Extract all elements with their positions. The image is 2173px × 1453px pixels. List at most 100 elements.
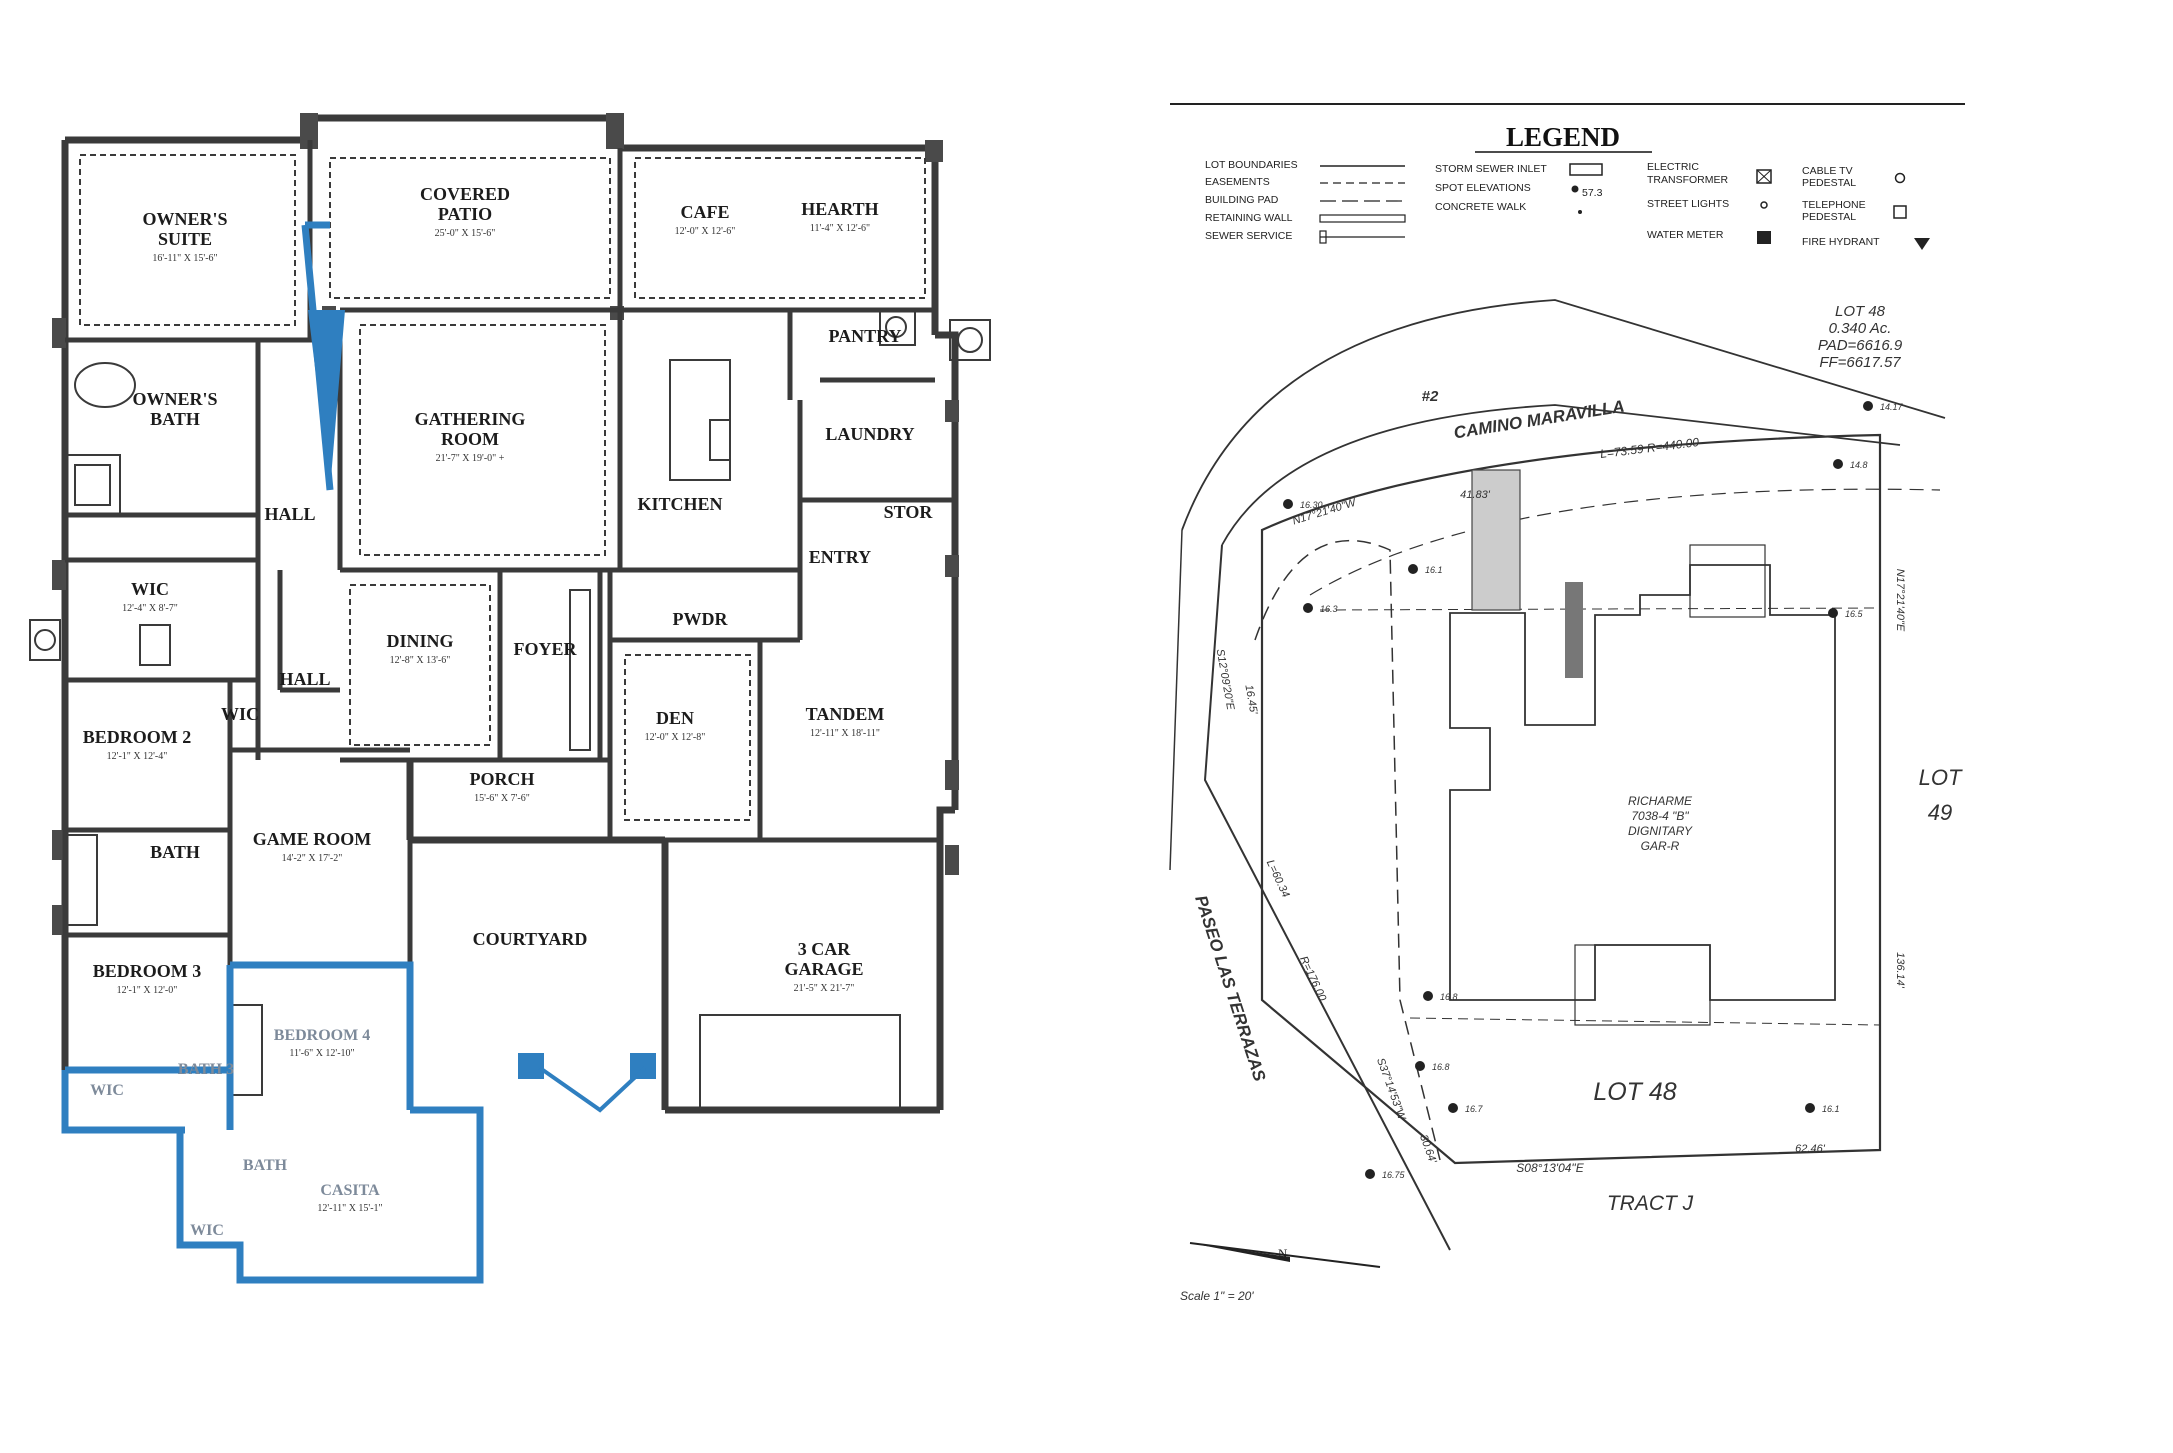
legend-electric: ELECTRIC (1647, 161, 1699, 173)
legend-street-lights: STREET LIGHTS (1647, 198, 1729, 210)
tract-label: TRACT J (1607, 1192, 1694, 1215)
lot-info: LOT 48 0.340 Ac. PAD=6616.9 FF=6617.57 (1818, 303, 1903, 371)
room-label-bedroom-4: BEDROOM 4 (274, 1027, 370, 1044)
spot-elevation-marker (1283, 499, 1293, 509)
room-label-hall-1: HALL (264, 504, 315, 524)
room-label-bath-casita: BATH (243, 1157, 288, 1174)
north-arrow: N (1189, 1242, 1381, 1268)
legend-building-pad: BUILDING PAD (1205, 194, 1279, 206)
room-label-owners-bath: BATH (150, 409, 200, 429)
spot-elevation-marker (1805, 1103, 1815, 1113)
legend-storm-sewer-inlet: STORM SEWER INLET (1435, 163, 1547, 175)
room-label-den: 12'-0" X 12'-8" (645, 732, 706, 743)
street-edge-west (1203, 544, 1451, 1251)
room-label-covered-patio: PATIO (438, 204, 492, 224)
legend-fire-hydrant: FIRE HYDRANT (1802, 236, 1880, 248)
legend-telephone: TELEPHONE (1802, 199, 1866, 211)
bearing-curve-2: L=60.34 (1264, 858, 1292, 899)
spot-elevation-value: 16.75 (1382, 1170, 1406, 1180)
street-curb-inner (1221, 404, 1901, 546)
legend-retaining-wall: RETAINING WALL (1205, 212, 1293, 224)
room-label-garage: 21'-5" X 21'-7" (794, 983, 855, 994)
house-label-line-3: DIGNITARY (1628, 824, 1693, 838)
room-label-gathering-room: ROOM (441, 429, 499, 449)
room-label-wic-1: WIC (131, 579, 169, 599)
lot-info-line-4: FF=6617.57 (1819, 354, 1901, 371)
room-label-cafe: CAFE (681, 202, 730, 222)
house-label-line-4: GAR-R (1641, 839, 1680, 853)
spot-elevation-marker (1863, 401, 1873, 411)
room-label-courtyard: COURTYARD (473, 929, 588, 949)
room-label-gathering-room: GATHERING (415, 409, 526, 429)
easement-line-north (1309, 488, 1941, 596)
spot-elevation-marker (1448, 1103, 1458, 1113)
room-label-den: DEN (656, 708, 694, 728)
house-label-line-2: 7038-4 "B" (1631, 809, 1689, 823)
room-label-hearth: 11'-4" X 12'-6" (810, 223, 870, 234)
floor-plan (29, 113, 991, 1284)
house-label: RICHARME 7038-4 "B" DIGNITARY GAR-R (1628, 794, 1693, 853)
room-label-casita: CASITA (320, 1182, 380, 1199)
street-label-camino-maravilla: CAMINO MARAVILLA (1452, 397, 1625, 443)
bearings: L=73.59 R=440.00 N17°21'40"W 41.83' N17°… (1214, 435, 1906, 1175)
bearing-bottom: S08°13'04"E (1516, 1161, 1584, 1175)
room-label-wic-3: WIC (90, 1082, 124, 1099)
house-label-line-1: RICHARME (1628, 794, 1693, 808)
easement-line-west (1254, 540, 1441, 1161)
room-label-foyer: FOYER (514, 639, 578, 659)
street-number-label: #2 (1422, 388, 1439, 405)
room-label-gathering-room: 21'-7" X 19'-0" + (436, 453, 505, 464)
room-label-dining: DINING (386, 631, 453, 651)
legend-entries: LOT BOUNDARIES EASEMENTS BUILDING PAD RE… (1205, 159, 1930, 250)
spot-elevation-value: 14.17 (1880, 402, 1904, 412)
room-label-cafe: 12'-0" X 12'-6" (675, 226, 736, 237)
room-label-bedroom-2: BEDROOM 2 (83, 727, 192, 747)
legend-concrete-walk: CONCRETE WALK (1435, 201, 1526, 213)
room-label-laundry: LAUNDRY (825, 424, 914, 444)
bearing-west-dist: 16.45' (1242, 684, 1259, 716)
lot-49-label-2: 49 (1928, 800, 1952, 825)
room-label-hearth: HEARTH (801, 199, 878, 219)
tray-ceilings (79, 154, 926, 821)
room-label-bedroom-4: 11'-6" X 12'-10" (289, 1048, 354, 1059)
room-label-bath-3: BATH 3 (178, 1061, 234, 1078)
room-label-owners-suite: SUITE (158, 229, 212, 249)
room-label-bath-1: BATH (150, 842, 200, 862)
spot-elevation-value: 16.30 (1300, 500, 1323, 510)
room-label-wic-2: WIC (221, 704, 259, 724)
street-label-paseo-las-terrazas: PASEO LAS TERRAZAS (1191, 893, 1269, 1084)
bearing-left-dist: 30.64' (1417, 1133, 1439, 1166)
room-label-hall-2: HALL (279, 669, 330, 689)
room-label-game-room: 14'-2" X 17'-2" (282, 853, 343, 864)
lot-info-line-2: 0.340 Ac. (1829, 320, 1892, 337)
spot-elevation-value: 16.1 (1425, 565, 1443, 575)
spot-elevation-symbol (1571, 185, 1579, 193)
room-label-covered-patio: COVERED (420, 184, 510, 204)
room-label-kitchen: KITCHEN (637, 494, 722, 514)
spot-elevation-marker (1423, 991, 1433, 1001)
room-label-bedroom-3: 12'-1" X 12'-0" (117, 985, 178, 996)
bearing-bottom-dist: 62.46' (1795, 1143, 1826, 1155)
interior-walls (62, 140, 955, 1130)
legend-lot-boundaries: LOT BOUNDARIES (1205, 159, 1298, 171)
room-label-porch: PORCH (470, 769, 535, 789)
lot-info-line-3: PAD=6616.9 (1818, 337, 1903, 354)
room-label-bedroom-2: 12'-1" X 12'-4" (107, 751, 168, 762)
room-label-entry: ENTRY (809, 547, 871, 567)
legend-telephone-pedestal: PEDESTAL (1802, 211, 1856, 223)
legend-transformer: TRANSFORMER (1647, 174, 1729, 186)
spot-elevation-value: 16.5 (1845, 609, 1864, 619)
spot-elevation-marker (1303, 603, 1313, 613)
room-label-porch: 15'-6" X 7'-6" (474, 793, 530, 804)
room-label-owners-suite: OWNER'S (142, 209, 227, 229)
legend-spot-sample: 57.3 (1582, 187, 1603, 199)
lot-49-label-1: LOT (1919, 765, 1963, 790)
legend-sewer-service: SEWER SERVICE (1205, 230, 1292, 242)
fireplace-accent (308, 310, 345, 490)
bearing-top-curve: L=73.59 R=440.00 (1599, 435, 1700, 461)
room-label-owners-suite: 16'-11" X 15'-6" (152, 253, 217, 264)
fixtures (29, 309, 991, 1111)
